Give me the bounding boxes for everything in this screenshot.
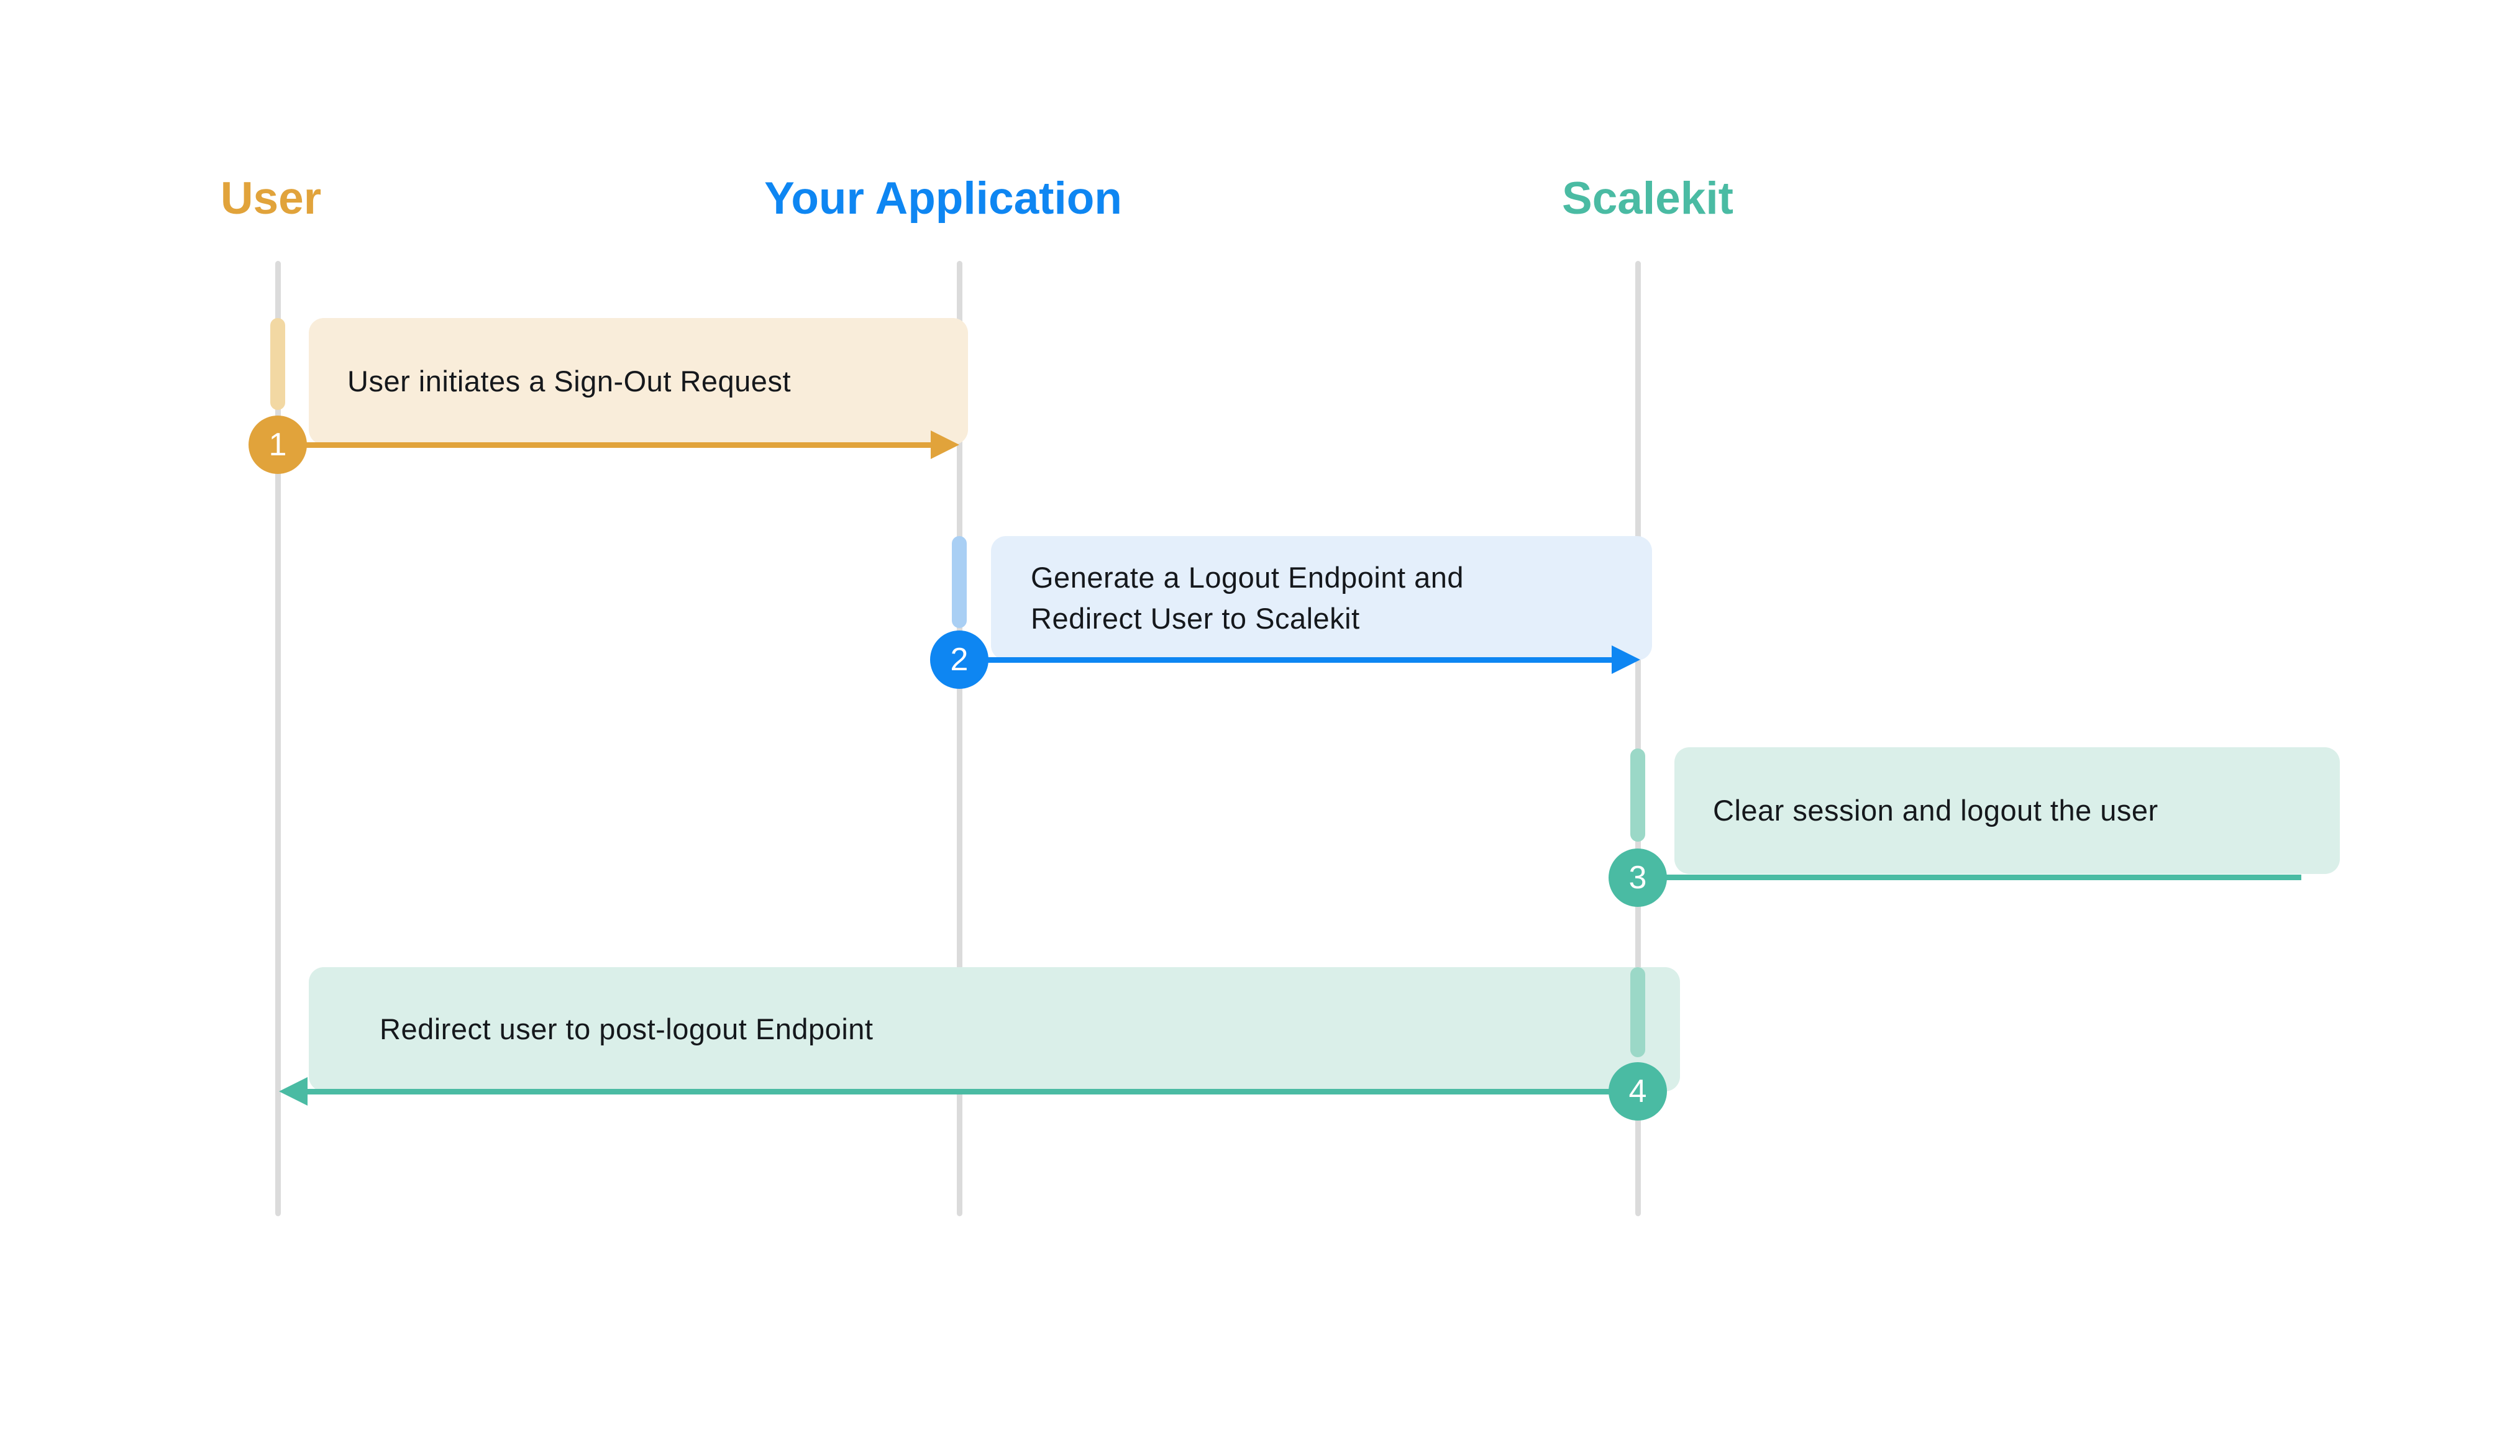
step2-number: 2 bbox=[950, 642, 969, 678]
step2-message-text-line2: Redirect User to Scalekit bbox=[1031, 602, 1360, 635]
lifeline-user bbox=[275, 261, 281, 1216]
step2-message-text-line1: Generate a Logout Endpoint and bbox=[1031, 561, 1464, 594]
step2-arrowhead-right-icon bbox=[1612, 645, 1640, 674]
step2-number-badge: 2 bbox=[930, 630, 988, 689]
lifeline-your-application bbox=[957, 261, 962, 1216]
step1-arrow-line bbox=[297, 442, 932, 448]
lifeline-scalekit bbox=[1635, 261, 1641, 1216]
step4-message-box: Redirect user to post-logout Endpoint bbox=[309, 967, 1680, 1091]
step1-message-text: User initiates a Sign-Out Request bbox=[347, 365, 791, 398]
step3-activation-bar bbox=[1630, 748, 1645, 842]
step1-number-badge: 1 bbox=[249, 416, 307, 474]
step4-message-text: Redirect user to post-logout Endpoint bbox=[380, 1012, 874, 1045]
step3-underline bbox=[1653, 875, 2301, 880]
step2-message-box: Generate a Logout Endpoint and Redirect … bbox=[991, 536, 1652, 660]
step2-arrow-line bbox=[979, 657, 1614, 663]
step4-activation-bar bbox=[1630, 967, 1645, 1057]
actor-label-user: User bbox=[220, 173, 322, 224]
step3-number-badge: 3 bbox=[1609, 849, 1667, 907]
step4-number: 4 bbox=[1628, 1073, 1647, 1109]
actor-label-scalekit: Scalekit bbox=[1562, 173, 1733, 224]
step1-activation-bar bbox=[270, 318, 285, 410]
step4-arrowhead-left-icon bbox=[279, 1077, 308, 1106]
step1-number: 1 bbox=[268, 427, 287, 463]
step4-arrow-line bbox=[303, 1089, 1613, 1094]
step4-number-badge: 4 bbox=[1609, 1062, 1667, 1121]
step2-activation-bar bbox=[952, 536, 967, 628]
step1-arrowhead-right-icon bbox=[931, 430, 959, 459]
step1-message-box: User initiates a Sign-Out Request bbox=[309, 318, 968, 445]
actor-label-your-application: Your Application bbox=[764, 173, 1122, 224]
step3-message-box: Clear session and logout the user bbox=[1674, 747, 2340, 874]
step3-number: 3 bbox=[1628, 860, 1647, 896]
step3-message-text: Clear session and logout the user bbox=[1713, 794, 2158, 827]
